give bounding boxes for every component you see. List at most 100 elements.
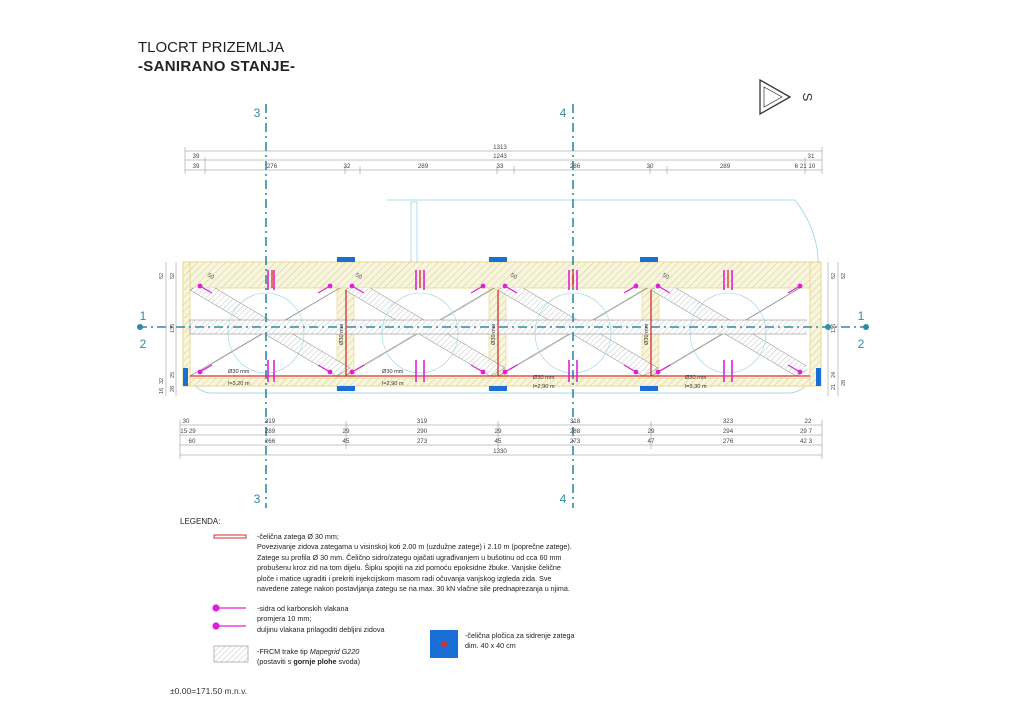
diag-label-2: 50 bbox=[354, 273, 363, 282]
legend-tie-line-2: Zatege su profila Ø 30 mm. Čelično sidro… bbox=[257, 552, 562, 562]
anchor-plates bbox=[183, 257, 821, 391]
dim-top-3h: 289 bbox=[720, 163, 731, 170]
legend-frcm-l2b: gornje plohe bbox=[293, 657, 337, 667]
dim-left-3: 136 bbox=[170, 324, 176, 333]
dim-bot-2a: 15 29 bbox=[180, 428, 196, 435]
dim-top-3g: 30 bbox=[647, 163, 654, 170]
dim-top-3d: 289 bbox=[418, 163, 429, 170]
dim-bot-3i: 42 3 bbox=[800, 438, 813, 445]
axis-label-1-right: 1 bbox=[858, 309, 865, 323]
axis-lines bbox=[138, 104, 866, 508]
dim-left-6: 28 bbox=[170, 386, 176, 392]
axis-label-3-top: 3 bbox=[254, 106, 261, 120]
dim-bot-2d: 290 bbox=[417, 428, 428, 435]
dim-top-3i: 6 21 10 bbox=[795, 163, 816, 170]
bottom-dimensions bbox=[179, 420, 823, 459]
dim-bot-3g: 47 bbox=[648, 438, 655, 445]
north-arrow: S bbox=[759, 78, 815, 116]
dim-bot-3a: 60 bbox=[189, 438, 196, 445]
legend-frcm-product: Mapegrid G220 bbox=[309, 647, 360, 656]
tie-2-length: l=2,90 m bbox=[382, 381, 404, 387]
dim-left-2: 52 bbox=[170, 273, 176, 279]
dim-right-3: 136 bbox=[831, 324, 837, 333]
legend-frcm-line1: -FRCM trake tip bbox=[257, 647, 310, 656]
section-markers bbox=[137, 324, 869, 330]
walls bbox=[182, 261, 822, 387]
legend-frcm-l2a: (postaviti s bbox=[257, 657, 294, 667]
dim-bot-2h: 294 bbox=[723, 428, 734, 435]
dim-top-2a: 39 bbox=[193, 153, 200, 160]
drawing-title: TLOCRT PRIZEMLJA bbox=[138, 39, 285, 56]
tie-4-diameter: Ø30 mm bbox=[685, 375, 707, 381]
dim-bot-1e: 323 bbox=[723, 418, 734, 425]
dim-bot-2e: 29 bbox=[495, 428, 502, 435]
legend-anchor-line-1: -sidra od karbonskih vlakana bbox=[257, 604, 349, 613]
legend-plate-line-1: -čelična pločica za sidrenje zatega bbox=[465, 631, 575, 640]
cross-tie-2: Ø30 mm bbox=[491, 323, 497, 345]
dim-bot-total: 1330 bbox=[493, 448, 507, 455]
dim-top-2c: 31 bbox=[808, 153, 815, 160]
tie-1-length: l=3,20 m bbox=[228, 381, 250, 387]
dim-top-total: 1313 bbox=[493, 144, 507, 151]
legend-tie-text: -čelična zatega Ø 30 mm; Povezivanje zid… bbox=[257, 532, 617, 594]
dim-right-6: 21 bbox=[831, 384, 837, 390]
dim-bot-3c: 45 bbox=[343, 438, 350, 445]
cross-tie-3: Ø30 mm bbox=[644, 323, 650, 345]
legend-anchor-line-3: duljinu vlakana prilagoditi debljini zid… bbox=[257, 624, 385, 634]
axis-label-2-right: 2 bbox=[858, 337, 865, 351]
dim-bot-3b: 266 bbox=[265, 438, 276, 445]
diag-label-3: 50 bbox=[509, 273, 518, 282]
dim-bot-2f: 288 bbox=[570, 428, 581, 435]
carbon-anchors bbox=[197, 270, 803, 382]
axis-label-1-left: 1 bbox=[140, 309, 147, 323]
legend-anchor-line-2: promjera 10 mm; bbox=[257, 614, 312, 624]
legend-tie-line-1: Povezivanje zidova zategama u visinskoj … bbox=[257, 542, 572, 552]
north-label: S bbox=[800, 93, 815, 102]
legend-tie-title: -čelična zatega Ø 30 mm; bbox=[257, 532, 339, 541]
legend-frcm-symbol bbox=[213, 645, 249, 663]
dim-bot-3h: 276 bbox=[723, 438, 734, 445]
legend-plate-line-2: dim. 40 x 40 cm bbox=[465, 641, 516, 651]
dim-bot-3f: 273 bbox=[570, 438, 581, 445]
diag-label-4: 50 bbox=[661, 273, 670, 282]
legend-anchor-symbol bbox=[212, 604, 246, 630]
dim-bot-2b: 289 bbox=[265, 428, 276, 435]
axis-label-4-top: 4 bbox=[560, 106, 567, 120]
legend-plate-text: -čelična pločica za sidrenje zatega dim.… bbox=[465, 631, 665, 652]
elevation-note: ±0.00=171.50 m.n.v. bbox=[170, 686, 248, 696]
dim-top-3b: 276 bbox=[267, 163, 278, 170]
legend-tie-line-4: ploče i matice ugraditi i prekriti injek… bbox=[257, 573, 552, 583]
dim-right-5: 28 bbox=[841, 380, 847, 386]
upper-outline bbox=[194, 199, 819, 394]
dim-left-4: 25 bbox=[170, 372, 176, 378]
top-dimensions bbox=[184, 147, 823, 174]
dim-right-2: 52 bbox=[841, 273, 847, 279]
steel-ties bbox=[190, 270, 810, 377]
dim-top-2b: 1243 bbox=[493, 153, 507, 160]
legend-tie-symbol bbox=[213, 534, 247, 539]
legend-tie-line-3: probušenu kroz zid na tom dijelu. Šipku … bbox=[257, 563, 561, 573]
legend-anchor-text: -sidra od karbonskih vlakana promjera 10… bbox=[257, 604, 457, 635]
dim-bot-2g: 29 bbox=[648, 428, 655, 435]
legend-tie-line-5: navedene zatege nakon postavljanja zateg… bbox=[257, 584, 570, 594]
dim-bot-1d: 318 bbox=[570, 418, 581, 425]
dim-bot-1a: 30 bbox=[183, 418, 190, 425]
dim-left-1: 52 bbox=[159, 273, 165, 279]
dim-bot-3d: 273 bbox=[417, 438, 428, 445]
legend-heading: LEGENDA: bbox=[180, 517, 221, 526]
diag-label-1: 50 bbox=[206, 273, 215, 282]
tie-1-diameter: Ø30 mm bbox=[228, 369, 250, 375]
axis-label-4-bottom: 4 bbox=[560, 492, 567, 506]
legend-frcm-l2c: svoda) bbox=[336, 657, 361, 667]
dim-bot-2c: 29 bbox=[343, 428, 350, 435]
dim-bot-1c: 319 bbox=[417, 418, 428, 425]
dim-left-5: 32 bbox=[159, 378, 165, 384]
legend-frcm-text: -FRCM trake tip Mapegrid G220 (postaviti… bbox=[257, 647, 457, 668]
cross-tie-1: Ø30 mm bbox=[339, 323, 345, 345]
axis-label-3-bottom: 3 bbox=[254, 492, 261, 506]
tie-2-diameter: Ø30 mm bbox=[382, 369, 404, 375]
dim-left-7: 16 bbox=[159, 388, 165, 394]
tie-4-length: l=3,30 m bbox=[685, 384, 707, 390]
dim-top-3f: 286 bbox=[570, 163, 581, 170]
dim-bot-2i: 29 7 bbox=[800, 428, 813, 435]
